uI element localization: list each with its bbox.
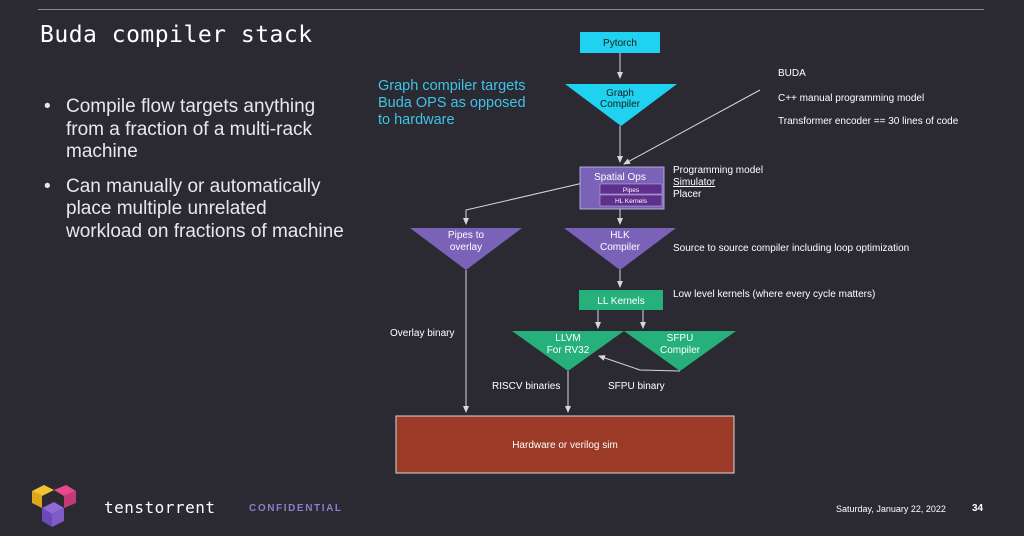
note-low-level: Low level kernels (where every cycle mat…: [673, 289, 876, 300]
llvm-label: LLVM: [555, 333, 580, 344]
ll-kernels-node: [579, 290, 663, 310]
hardware-node: [395, 415, 735, 474]
tenstorrent-logo: [32, 485, 76, 527]
graph-compiler-label: Graph: [606, 88, 634, 99]
brand-name: tenstorrent: [104, 498, 216, 517]
sfpu-compiler-node: [624, 331, 736, 371]
note-cpp: C++ manual programming model: [778, 93, 925, 104]
note-simulator: Simulator: [673, 177, 716, 188]
hl-kernels-subnode: [599, 194, 663, 207]
hardware-label: Hardware or verilog sim: [512, 440, 618, 451]
pipes-to-overlay-node: [410, 228, 522, 270]
top-divider: [38, 9, 984, 10]
pipes-to-overlay-label: overlay: [450, 242, 482, 253]
note-programming-model: Programming model: [673, 165, 764, 176]
note-source-to-source: Source to source compiler including loop…: [673, 243, 910, 254]
llvm-label: For RV32: [547, 345, 590, 356]
ll-kernels-label: LL Kernels: [597, 296, 644, 307]
slide-title: Buda compiler stack: [40, 22, 313, 48]
confidential-label: CONFIDENTIAL: [249, 503, 343, 514]
hlk-compiler-node: [564, 228, 676, 270]
note-buda: BUDA: [778, 68, 806, 79]
graph-compiler-label: Compiler: [600, 99, 641, 110]
bullet-item: Compile flow targets anything from a fra…: [44, 96, 344, 164]
spatial-ops-label: Spatial Ops: [594, 172, 646, 183]
pipes-to-overlay-label: Pipes to: [448, 230, 485, 241]
hl-kernels-label: HL Kernels: [615, 198, 648, 205]
hlk-compiler-label: HLK: [610, 230, 630, 241]
bullet-item: Can manually or automatically place mult…: [44, 176, 344, 244]
bullet-list: Compile flow targets anything from a fra…: [44, 96, 344, 255]
pipes-label: Pipes: [623, 187, 640, 194]
note-placer: Placer: [673, 189, 702, 200]
graph-compiler-note: Graph compiler targets Buda OPS as oppos…: [378, 78, 526, 128]
edge-spatial-pipes: [463, 182, 584, 225]
llvm-node: [512, 331, 624, 371]
note-overlay-binary: Overlay binary: [390, 328, 455, 339]
page-number: 34: [972, 503, 984, 514]
edge-sfpu-llvm: [598, 355, 681, 372]
hlk-compiler-label: Compiler: [600, 242, 641, 253]
graph-compiler-node: [565, 84, 677, 126]
note-sfpu-binary: SFPU binary: [608, 381, 665, 392]
sfpu-compiler-label: SFPU: [667, 333, 694, 344]
pipes-subnode: [599, 183, 663, 195]
footer-date: Saturday, January 22, 2022: [836, 504, 946, 514]
sfpu-compiler-label: Compiler: [660, 345, 701, 356]
note-riscv-binaries: RISCV binaries: [492, 381, 561, 392]
pytorch-label: Pytorch: [603, 38, 637, 49]
pytorch-node: [580, 32, 660, 53]
note-transformer: Transformer encoder == 30 lines of code: [778, 116, 959, 127]
edge-buda-spatial: [623, 89, 761, 165]
